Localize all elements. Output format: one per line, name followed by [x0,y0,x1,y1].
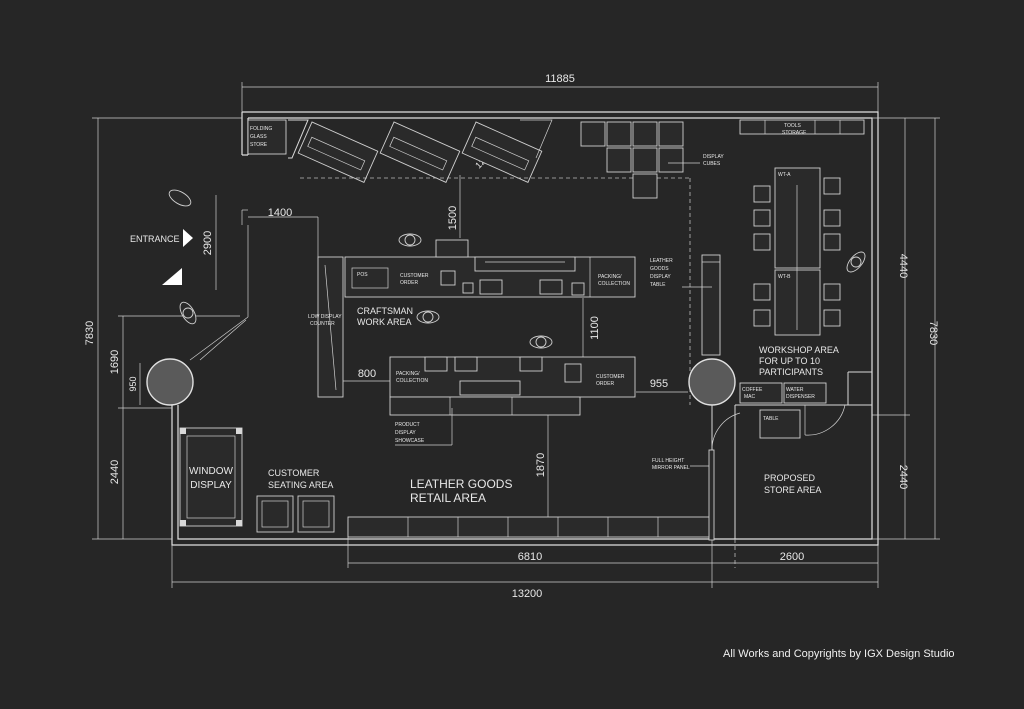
folding-glass-store-label-1: FOLDING [250,126,272,132]
seating-label-2: SEATING AREA [268,480,333,490]
showcase-label-1: PRODUCT [395,422,420,428]
display-cubes: DISPLAY CUBES [580,121,724,199]
wt-b-label: WT-B [778,274,791,280]
leather-table-label-3: DISPLAY [650,274,671,280]
workshop-area-label-1: WORKSHOP AREA [759,345,839,355]
entrance-arrow-bottom-icon [162,268,182,285]
tools-storage: TOOLS STORAGE [739,119,865,136]
copyright-credit: All Works and Copyrights by IGX Design S… [723,648,955,660]
showcase-label-2: DISPLAY [395,430,416,436]
dim-right-overall: 7830 [927,321,939,345]
folding-glass-store-label-3: STORE [250,142,268,148]
entrance-zone: FOLDING GLASS STORE ENTRANCE [130,119,866,349]
showcase-label-3: SHOWCASE [395,438,425,444]
craftsman-work-area-label-1: CRAFTSMAN [357,306,413,316]
person-figure-icon [529,335,553,349]
person-figure-icon [846,251,866,273]
column-left [146,358,194,406]
dim-bottom-overall: 13200 [512,588,543,600]
dim-left-overall: 7830 [84,321,96,345]
craftsman-counters: POS CUSTOMER ORDER PACKING/ COLLECTION L… [308,217,636,446]
entrance-label: ENTRANCE [130,234,180,244]
low-display-counter-label-2: COUNTER [310,321,335,327]
water-dispenser-label-1: WATER [786,387,804,393]
dim-right-lower: 2440 [897,465,909,489]
leather-table-label-4: TABLE [650,282,666,288]
packing-top-label-2: COLLECTION [598,281,630,287]
dim-retail-depth: 1870 [535,453,547,477]
craftsman-work-area-label-2: WORK AREA [357,317,412,327]
leather-table-label-1: LEATHER [650,258,673,264]
display-cubes-label-1: DISPLAY [703,154,724,160]
workshop-tables: WT-A WT-B WORKSHOP AREA FOR UP TO 10 PAR… [753,167,841,377]
customer-order-top-label-2: ORDER [400,280,418,286]
dim-left-aisle: 800 [358,368,376,380]
dim-bottom-store: 2600 [780,551,804,563]
workshop-area-label-3: PARTICIPANTS [759,367,823,377]
dimension-lines [92,82,940,588]
dim-left-column: 950 [128,376,138,391]
dimension-texts: 11885 6810 2600 13200 7830 1690 950 2440… [84,73,939,600]
window-display: WINDOW DISPLAY [179,427,243,527]
folding-glass-store-label-2: GLASS [250,134,267,140]
customer-order-bottom-label-2: ORDER [596,381,614,387]
dim-left-lower: 2440 [109,460,121,484]
dim-right-aisle: 955 [650,378,668,390]
customer-order-top-label-1: CUSTOMER [400,273,429,279]
leather-table-label-2: GOODS [650,266,669,272]
leather-goods-display-table: LEATHER GOODS DISPLAY TABLE [650,254,721,356]
tools-storage-label-2: STORAGE [782,130,807,136]
column-right [688,358,736,406]
table-label: TABLE [763,416,779,422]
proposed-store-label-2: STORE AREA [764,485,821,495]
structural-columns [146,358,736,406]
wt-a-label: WT-A [778,172,791,178]
low-display-counter-label-1: LOW DISPLAY [308,314,342,320]
packing-bottom-label-2: COLLECTION [396,378,428,384]
water-dispenser-label-2: DISPENSER [786,394,815,400]
pos-label: POS [357,272,368,278]
entrance-arrow-top-icon [183,229,193,247]
dim-bottom-retail: 6810 [518,551,542,563]
customer-order-bottom-label-1: CUSTOMER [596,374,625,380]
person-figure-icon [416,310,440,324]
dim-top-overall: 11885 [545,73,575,85]
window-display-label-1: WINDOW [189,466,233,477]
window-display-label-2: DISPLAY [190,480,232,491]
dim-entrance-width: 2900 [202,231,214,255]
retail-area-label-2: RETAIL AREA [410,491,486,505]
dim-right-upper: 4440 [897,254,909,278]
coffee-mac-label-1: COFFEE [742,387,763,393]
store-area: FULL HEIGHT MIRROR PANEL COFFEE MAC WATE… [652,371,872,568]
customer-seating: CUSTOMER SEATING AREA [256,468,335,533]
seating-label-1: CUSTOMER [268,468,320,478]
person-figure-icon [168,189,192,207]
mirror-panel-label-1: FULL HEIGHT [652,458,684,464]
dim-counter-gap: 1100 [589,316,601,340]
person-figure-icon [179,301,197,325]
proposed-store-label-1: PROPOSED [764,473,816,483]
retail-area-label-1: LEATHER GOODS [410,477,512,491]
retail-shelving: LEATHER GOODS RETAIL AREA [347,477,711,538]
packing-bottom-label-1: PACKING/ [396,371,420,377]
dim-front-clearance: 1500 [447,206,459,230]
packing-top-label-1: PACKING/ [598,274,622,280]
angled-workbenches [288,119,691,405]
display-cubes-label-2: CUBES [703,161,721,167]
dim-entrance-offset: 1400 [268,207,292,219]
dim-left-upper: 1690 [109,350,121,374]
mirror-panel-label-2: MIRROR PANEL [652,465,690,471]
person-figure-icon [398,233,422,247]
tools-storage-label-1: TOOLS [784,123,802,129]
coffee-mac-label-2: MAC [744,394,756,400]
workshop-area-label-2: FOR UP TO 10 [759,356,820,366]
